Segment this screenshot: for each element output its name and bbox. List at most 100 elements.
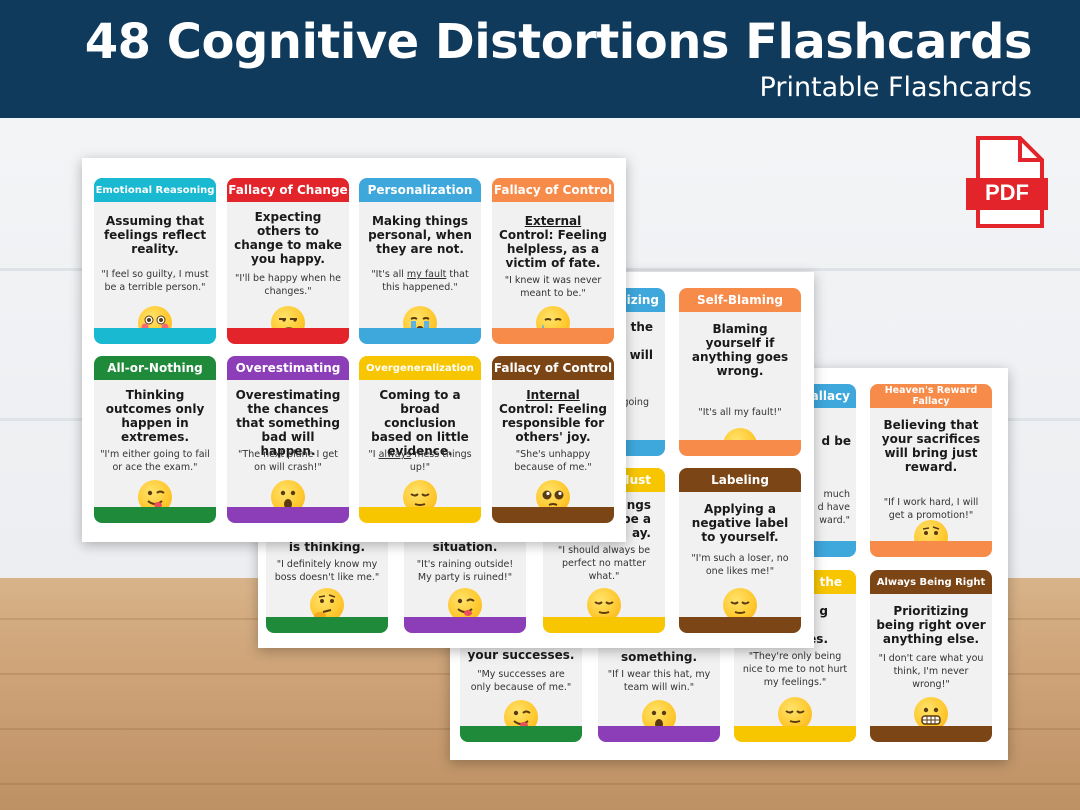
card-definition: Overestimating the chances that somethin…	[235, 388, 341, 458]
card-example: "It's all my fault that this happened."	[365, 268, 475, 294]
card-definition: d be	[739, 434, 852, 448]
flashcard-personalization: Personalization Making things personal, …	[359, 178, 481, 344]
flashcard-all-or-nothing: All-or-Nothing Thinking outcomes only ha…	[94, 356, 216, 523]
card-color-bar	[734, 726, 856, 742]
card-definition: is thinking.	[288, 540, 366, 554]
card-title: Always Being Right	[870, 570, 992, 594]
card-title: Overestimating	[227, 356, 349, 380]
card-example: "The next plane I get on will crash!"	[238, 449, 338, 473]
card-definition: External Control: Feeling helpless, as a…	[497, 214, 609, 270]
card-example-text: "It's all	[371, 269, 407, 280]
card-color-bar	[359, 328, 481, 344]
card-example: "I feel so guilty, I must be a terrible …	[101, 269, 209, 293]
card-definition: something.	[620, 650, 698, 664]
card-title: Overgeneralization	[359, 356, 481, 380]
card-definition: Blaming yourself if anything goes wrong.	[691, 322, 789, 378]
card-example: "It's raining outside! My party is ruine…	[416, 559, 514, 583]
card-color-bar	[870, 541, 992, 557]
card-example-underlined: always	[378, 449, 412, 460]
card-definition: Expecting others to change to make you h…	[234, 210, 342, 266]
card-example: "I always mess things up!"	[365, 448, 475, 474]
card-example: "If I work hard, I will get a promotion!…	[883, 497, 979, 521]
card-color-bar	[870, 726, 992, 742]
winking-tongue-face-icon	[448, 588, 482, 622]
card-example-text: that this happened."	[382, 269, 469, 293]
page-title: 48 Cognitive Distortions Flashcards	[84, 14, 1033, 70]
card-example: "I'm such a loser, no one likes me!"	[691, 553, 789, 577]
card-title-text: allacy	[810, 389, 850, 403]
card-example-line: ward."	[819, 515, 850, 526]
card-color-bar	[492, 328, 614, 344]
card-color-bar	[94, 328, 216, 344]
card-definition: Internal Control: Feeling responsible fo…	[497, 388, 609, 444]
flashcard: Labeling Applying a negative label to yo…	[679, 468, 801, 633]
card-definition-text: Control: Feeling responsible for others'…	[499, 402, 607, 444]
card-definition-text: the	[630, 320, 653, 334]
card-example: "If I wear this hat, my team will win."	[607, 669, 711, 693]
card-color-bar	[460, 726, 582, 742]
card-example-text: mess things up!"	[409, 449, 472, 473]
card-definition-underlined: External	[524, 214, 582, 228]
card-title: Fallacy of Control	[492, 178, 614, 202]
card-definition-text: d be	[821, 434, 852, 448]
flashcard: Always Being Right Prioritizing being ri…	[870, 570, 992, 742]
card-definition: Believing that your sacrifices will brin…	[881, 418, 981, 474]
flashcard-fallacy-of-control-external: Fallacy of Control External Control: Fee…	[492, 178, 614, 344]
card-example: going	[622, 397, 649, 408]
card-example-text: "I	[368, 449, 379, 460]
flashcard-emotional-reasoning: Emotional Reasoning Assuming that feelin…	[94, 178, 216, 344]
card-definition: Making things personal, when they are no…	[368, 214, 472, 256]
card-example: "They're only being nice to me to not hu…	[742, 651, 848, 688]
card-definition-text: Control: Feeling helpless, as a victim o…	[499, 228, 607, 270]
card-example: "It's all my fault!"	[698, 407, 782, 418]
card-title: Labeling	[679, 468, 801, 492]
card-title: Emotional Reasoning	[94, 178, 216, 202]
card-title-text: the	[819, 575, 842, 589]
card-title: Self-Blaming	[679, 288, 801, 312]
wood-grain	[0, 783, 1080, 785]
card-definition: Assuming that feelings reflect reality.	[103, 214, 207, 256]
card-example: "I should always be perfect no matter wh…	[557, 545, 651, 582]
card-color-bar	[359, 507, 481, 523]
flashcard-overgeneralization: Overgeneralization Coming to a broad con…	[359, 356, 481, 523]
card-color-bar	[404, 617, 526, 633]
card-example-line: d have	[817, 502, 850, 513]
flashcard-fallacy-of-change: Fallacy of Change Expecting others to ch…	[227, 178, 349, 344]
flashcard: Heaven's Reward Fallacy Believing that y…	[870, 384, 992, 557]
card-definition: Coming to a broad conclusion based on li…	[371, 388, 469, 458]
card-color-bar	[679, 617, 801, 633]
relieved-face-icon	[778, 697, 812, 731]
card-example-underlined: my fault	[406, 269, 447, 280]
card-definition: situation.	[432, 540, 498, 554]
card-example: "I definitely know my boss doesn't like …	[274, 559, 380, 583]
card-example: "My successes are only because of me."	[470, 669, 572, 693]
card-example: "I don't care what you think, I'm never …	[878, 653, 984, 690]
page-subtitle: Printable Flashcards	[759, 72, 1032, 103]
card-color-bar	[227, 507, 349, 523]
card-definition-text: be a	[621, 512, 651, 526]
header-banner: 48 Cognitive Distortions Flashcards Prin…	[0, 0, 1080, 118]
card-definition-underlined: Internal	[526, 388, 580, 402]
card-color-bar	[492, 507, 614, 523]
card-example: "I'm either going to fail or ace the exa…	[100, 449, 210, 473]
flashcard-fallacy-of-control-internal: Fallacy of Control Internal Control: Fee…	[492, 356, 614, 523]
card-title: Personalization	[359, 178, 481, 202]
card-color-bar	[543, 617, 665, 633]
card-definition: Applying a negative label to yourself.	[691, 502, 789, 544]
card-definition-text: g	[819, 604, 828, 618]
card-color-bar	[94, 507, 216, 523]
card-title: All-or-Nothing	[94, 356, 216, 380]
card-definition: Thinking outcomes only happen in extreme…	[105, 388, 205, 444]
card-example-line: much	[823, 489, 850, 500]
card-title: Fallacy of Change	[227, 178, 349, 202]
card-definition-text: ay.	[631, 526, 651, 540]
relieved-face-icon	[587, 588, 621, 622]
pdf-badge-label: PDF	[985, 180, 1029, 205]
card-example: "I knew it was never meant to be."	[504, 275, 602, 299]
grimacing-face-icon	[914, 697, 948, 731]
card-definition: your successes.	[467, 648, 575, 662]
card-title: Fallacy of Control	[492, 356, 614, 380]
card-title-text: izing	[626, 293, 659, 307]
pdf-file-icon: PDF	[966, 136, 1048, 228]
card-color-bar	[266, 617, 388, 633]
